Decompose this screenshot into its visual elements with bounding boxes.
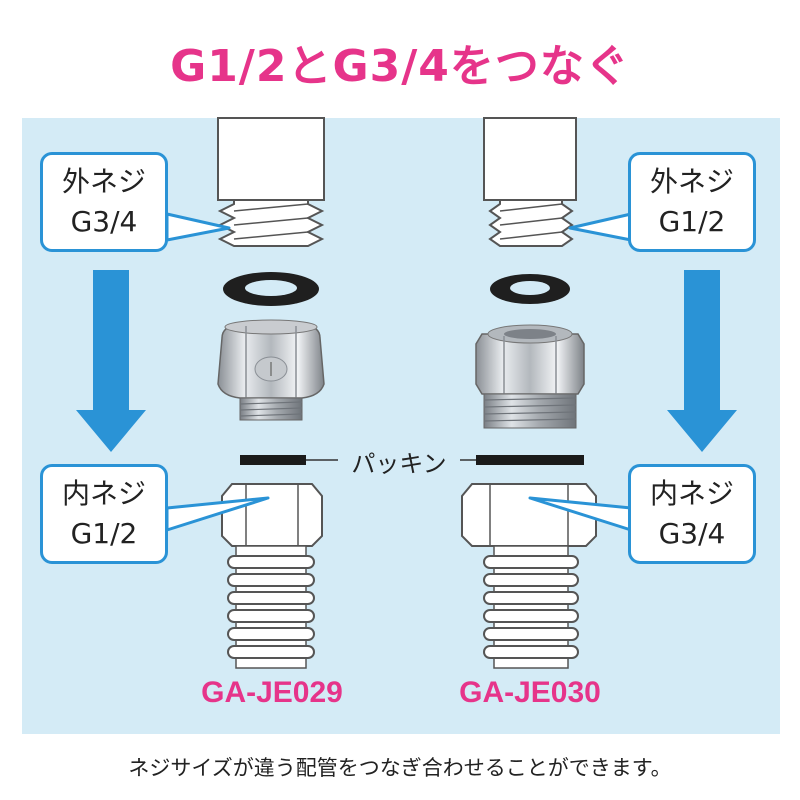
callout-thread-type: 内ネジ	[649, 477, 734, 510]
callout-bottom-left: 内ネジ G1/2	[40, 464, 168, 564]
right-bottom-hose	[461, 483, 597, 669]
right-top-pipe	[483, 117, 577, 247]
callout-thread-size: G3/4	[70, 205, 138, 238]
right-adapter-ga-je030	[475, 324, 585, 429]
callout-thread-size: G1/2	[658, 205, 726, 238]
model-number-left: GA-JE029	[201, 676, 343, 709]
left-down-arrow	[76, 270, 146, 452]
callout-top-left: 外ネジ G3/4	[40, 152, 168, 252]
callout-pointer-top-left	[165, 212, 231, 242]
footer-caption: ネジサイズが違う配管をつなぎ合わせることができます。	[128, 756, 672, 780]
model-number-right: GA-JE030	[459, 676, 601, 709]
callout-thread-size: G1/2	[70, 517, 138, 550]
left-adapter-ga-je029	[217, 319, 325, 421]
page-title: G1/2とG3/4をつなぐ	[170, 41, 630, 92]
callout-pointer-top-right	[568, 212, 633, 242]
gasket-label: パッキン	[351, 450, 447, 478]
gasket-indicator	[240, 455, 584, 465]
callout-thread-type: 外ネジ	[61, 165, 146, 198]
left-bottom-hose	[221, 483, 323, 669]
right-down-arrow	[667, 270, 737, 452]
callout-bottom-right: 内ネジ G3/4	[628, 464, 756, 564]
left-top-pipe	[217, 117, 325, 247]
callout-thread-type: 外ネジ	[649, 165, 734, 198]
left-top-packing-ring	[223, 272, 319, 306]
callout-thread-size: G3/4	[658, 517, 726, 550]
callout-top-right: 外ネジ G1/2	[628, 152, 756, 252]
right-top-packing-ring	[490, 274, 570, 304]
callout-thread-type: 内ネジ	[61, 477, 146, 510]
